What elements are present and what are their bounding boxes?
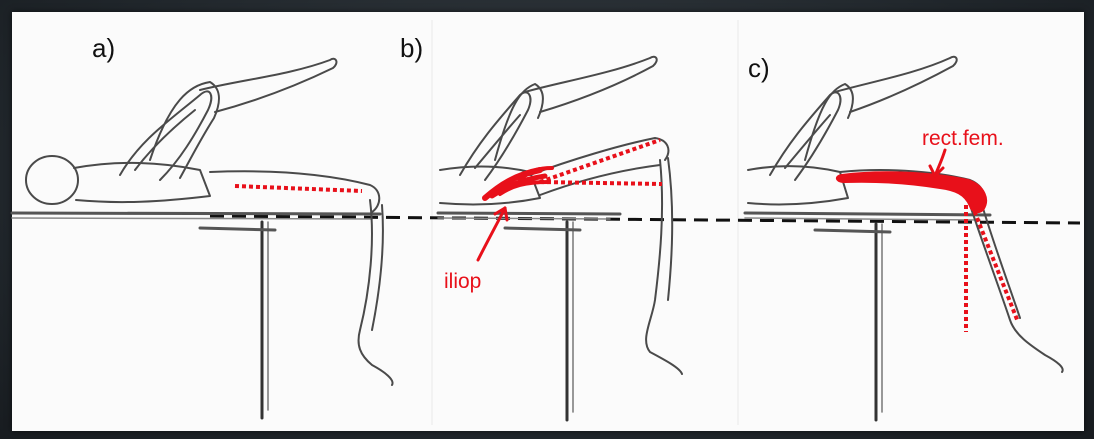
figure-a	[12, 59, 393, 418]
panel-b-label: b)	[400, 33, 423, 63]
rect-fem-arrow	[930, 150, 945, 176]
femur-axis-line-a	[235, 186, 362, 191]
rectus-femoris-muscle-mark	[837, 172, 986, 212]
rect-fem-label: rect.fem.	[922, 127, 1004, 150]
figure-c	[745, 57, 1063, 420]
horizontal-axis-line-b	[540, 182, 662, 184]
iliop-label: iliop	[444, 270, 481, 293]
panel-a-label: a)	[92, 33, 115, 63]
figure-b	[438, 57, 682, 420]
iliop-arrow	[478, 208, 507, 260]
panel-c-label: c)	[748, 53, 770, 83]
